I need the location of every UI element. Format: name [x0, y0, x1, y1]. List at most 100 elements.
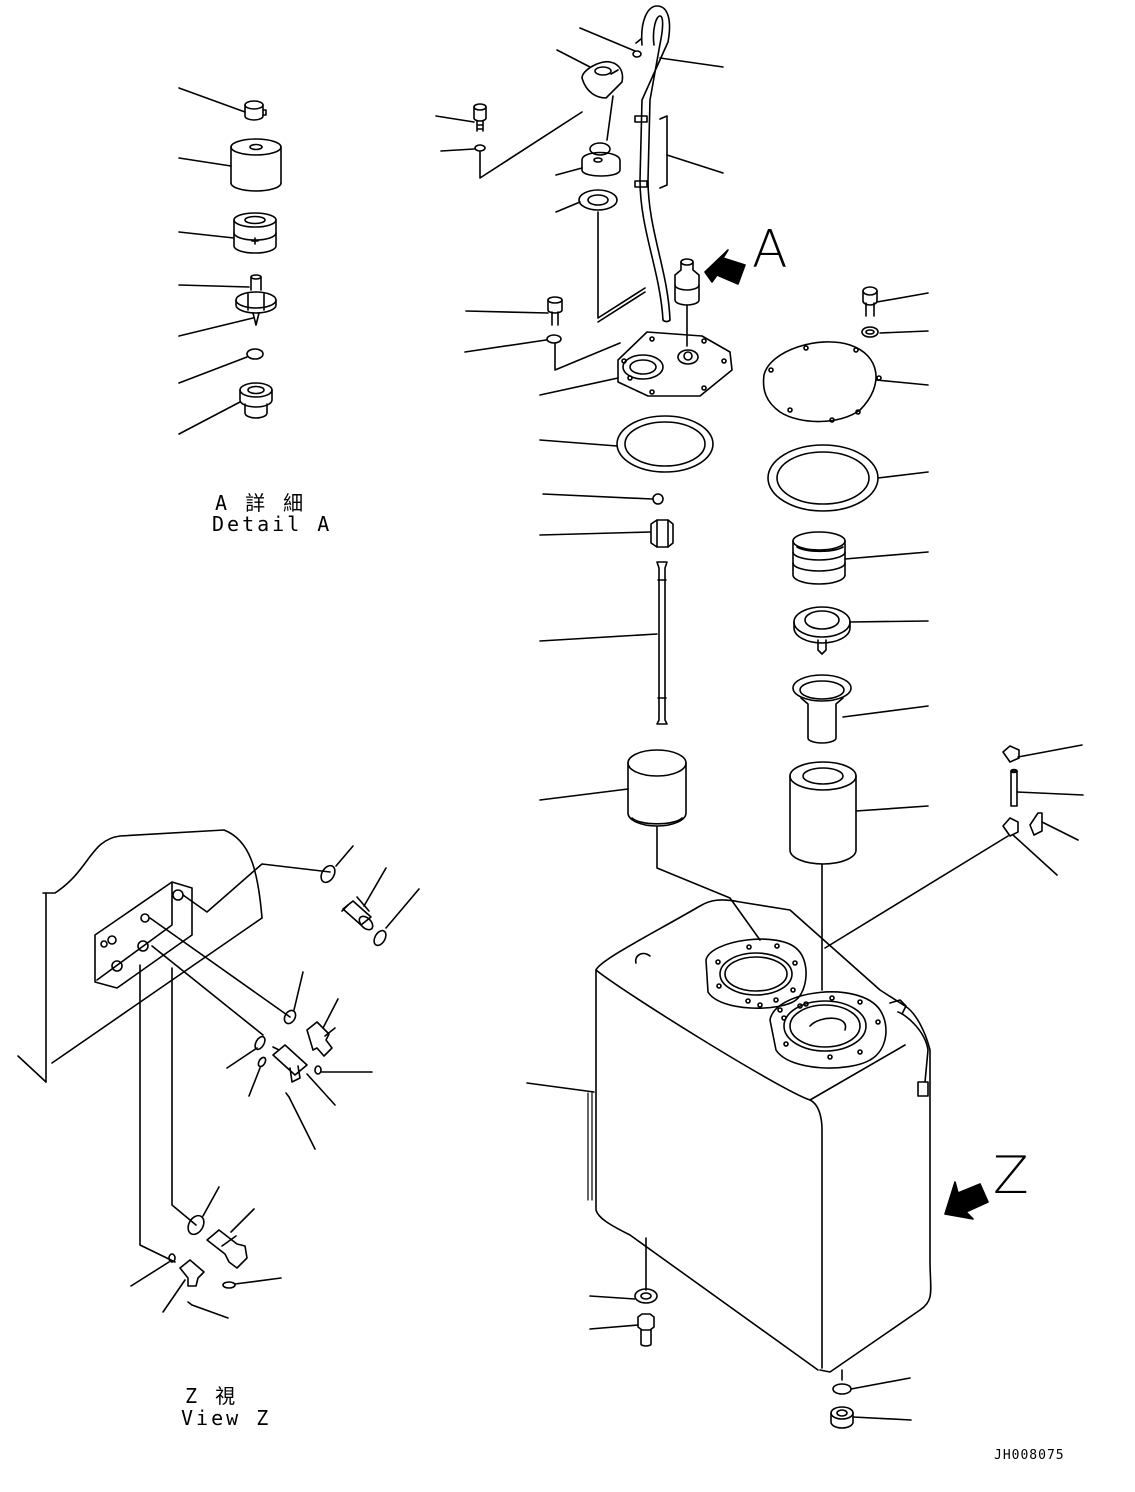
- drawing-code: JH008075: [994, 1448, 1065, 1463]
- return-filter-element: [789, 761, 857, 865]
- breather-body: [581, 142, 621, 177]
- small-elbow-fitting-2: [1002, 817, 1019, 837]
- leader-line: [1016, 791, 1084, 796]
- drain-o-ring: [832, 1383, 852, 1395]
- leader-line: [666, 154, 724, 174]
- leader-line: [656, 826, 761, 941]
- leader-line: [464, 339, 547, 353]
- view-z-mounting-block: [94, 881, 193, 989]
- leader-line: [555, 167, 583, 176]
- leader-line: [178, 401, 241, 435]
- leader-line: [852, 1416, 912, 1421]
- leader-line: [849, 620, 929, 623]
- filler-gasket-ring: [616, 415, 714, 473]
- leader-line: [149, 917, 291, 1018]
- view-z-title-jp: Z 視: [185, 1384, 239, 1408]
- leader-line: [539, 531, 651, 536]
- leader-line: [539, 377, 619, 396]
- leader-line: [178, 157, 232, 167]
- leader-line: [465, 310, 549, 314]
- return-filter-assembly: [762, 286, 1084, 991]
- leader-line: [1041, 821, 1079, 841]
- callout-arrow-z: [944, 1181, 989, 1220]
- tank-sensor: [917, 1081, 929, 1097]
- callout-arrow-a: [704, 249, 746, 285]
- leader-line: [589, 1295, 636, 1300]
- level-rod: [656, 561, 668, 725]
- view-z-title-en: View Z: [181, 1406, 272, 1430]
- leader-line: [877, 471, 929, 479]
- filter-spring: [792, 531, 846, 585]
- small-elbow-fitting: [1002, 745, 1020, 763]
- leader-line: [554, 342, 621, 371]
- bolt-middle: [547, 296, 563, 326]
- view-z-tee-fitting: [272, 1044, 308, 1083]
- leader-line: [850, 1377, 911, 1390]
- callout-label-z: Z: [993, 1146, 1029, 1206]
- hex-sleeve: [650, 519, 674, 548]
- breather-pipe: [639, 5, 671, 321]
- strainer-element: [627, 749, 687, 827]
- leader-line: [178, 231, 235, 239]
- filter-cup: [792, 674, 852, 744]
- leader-line: [539, 439, 618, 447]
- detail-a-float: [233, 212, 277, 254]
- washer: [861, 326, 879, 338]
- filter-cover-gasket: [767, 444, 879, 512]
- leader-line: [597, 211, 646, 323]
- view-z-small-elbow: [179, 1259, 205, 1287]
- leader-line: [556, 49, 591, 68]
- detail-a-switch: [235, 274, 277, 326]
- breather-gasket: [578, 189, 618, 211]
- view-z-fitting-straight: [341, 896, 374, 931]
- leader-line: [542, 493, 653, 500]
- leader-line: [139, 964, 176, 1263]
- leader-line: [1017, 744, 1083, 758]
- view-z-elbow-lower: [206, 1229, 248, 1269]
- tank-port-right: [757, 991, 887, 1069]
- drain-washer: [634, 1288, 658, 1304]
- breather-cap: [581, 60, 624, 99]
- leader-line: [526, 1082, 595, 1093]
- level-switch: [674, 258, 700, 306]
- filler-cover-plate: [617, 331, 733, 397]
- small-nut: [652, 493, 664, 505]
- detail-a-o-ring: [246, 348, 264, 360]
- leader-line: [539, 633, 658, 642]
- bolt-upper: [473, 103, 487, 132]
- leader-line: [479, 111, 583, 179]
- small-pipe: [1010, 768, 1018, 807]
- hydraulic-tank: [526, 899, 932, 1429]
- detail-a-cap: [244, 100, 267, 121]
- detail-a-parts: [178, 87, 282, 435]
- washer: [546, 334, 562, 344]
- leader-line: [178, 356, 248, 384]
- detail-a-title-en: Detail A: [212, 512, 333, 536]
- callout-label-a: A: [752, 220, 788, 280]
- view-z-tank-outline: [42, 829, 263, 919]
- label-tag: [1029, 812, 1043, 836]
- leader-line: [435, 115, 475, 123]
- leader-line: [555, 201, 581, 213]
- detail-a-title-jp: A 詳 細: [215, 491, 307, 515]
- view-z-elbow-upper: [306, 1021, 336, 1057]
- bolt-right: [862, 286, 878, 317]
- drain-plug: [830, 1406, 854, 1429]
- leader-line: [875, 379, 929, 386]
- leader-line: [182, 863, 331, 913]
- leader-line: [539, 788, 629, 801]
- view-z-parts: [17, 829, 420, 1319]
- leader-line: [855, 805, 929, 812]
- leader-line: [178, 284, 250, 288]
- washer: [474, 144, 486, 152]
- leader-line: [589, 1324, 639, 1330]
- leader-line: [824, 835, 1009, 949]
- leader-line: [842, 705, 929, 718]
- leader-line: [879, 330, 929, 334]
- leader-line: [171, 967, 197, 1226]
- leader-line: [579, 27, 636, 52]
- breather-assembly: [435, 5, 761, 941]
- bypass-valve: [793, 606, 851, 655]
- drain-plug-bolt: [637, 1313, 655, 1347]
